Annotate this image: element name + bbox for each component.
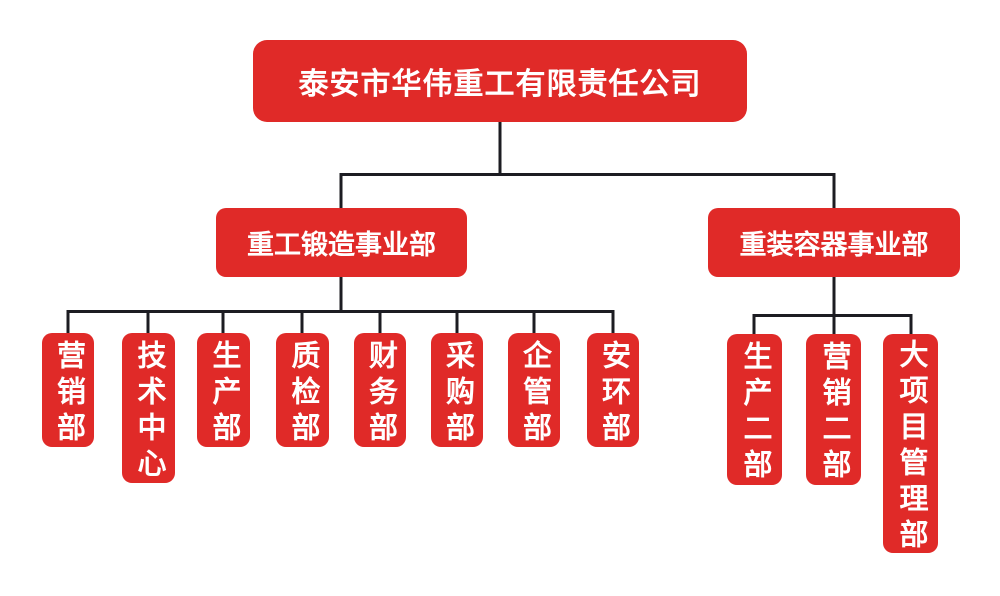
dept-node-major-project-management: 大项目管理部 <box>883 334 938 555</box>
dept-node-quality-inspection: 质检部 <box>276 333 329 448</box>
dept-label: 生产二部 <box>739 341 771 485</box>
container-division-connector <box>752 277 913 335</box>
root-to-divisions-connector <box>339 122 836 209</box>
dept-label: 采购部 <box>441 339 474 448</box>
dept-node-production: 生产部 <box>197 333 250 448</box>
dept-node-safety-environment: 安环部 <box>587 333 639 448</box>
dept-label: 财务部 <box>364 339 397 448</box>
division-node-heavy-container: 重装容器事业部 <box>708 208 960 277</box>
dept-label: 大项目管理部 <box>895 339 927 555</box>
division-label: 重装容器事业部 <box>739 230 929 260</box>
company-name: 泰安市华伟重工有限责任公司 <box>298 68 702 101</box>
dept-label: 安环部 <box>597 339 630 448</box>
dept-node-technology-center: 技术中心 <box>122 333 175 484</box>
forging-division-connector <box>66 277 615 334</box>
dept-label: 营销部 <box>52 339 85 448</box>
dept-node-enterprise-management: 企管部 <box>508 333 560 448</box>
dept-node-marketing-2: 营销二部 <box>806 334 861 485</box>
dept-node-purchasing: 采购部 <box>431 333 483 448</box>
dept-label: 技术中心 <box>133 339 165 484</box>
dept-label: 生产部 <box>208 339 240 448</box>
dept-node-marketing: 营销部 <box>42 333 94 448</box>
division-node-heavy-forging: 重工锻造事业部 <box>216 208 467 277</box>
company-root-node: 泰安市华伟重工有限责任公司 <box>253 40 747 122</box>
dept-label: 质检部 <box>287 339 319 448</box>
dept-label: 企管部 <box>518 339 551 448</box>
dept-node-finance: 财务部 <box>354 333 406 448</box>
dept-label: 营销二部 <box>818 341 850 485</box>
dept-node-production-2: 生产二部 <box>727 334 782 485</box>
division-label: 重工锻造事业部 <box>247 230 436 260</box>
